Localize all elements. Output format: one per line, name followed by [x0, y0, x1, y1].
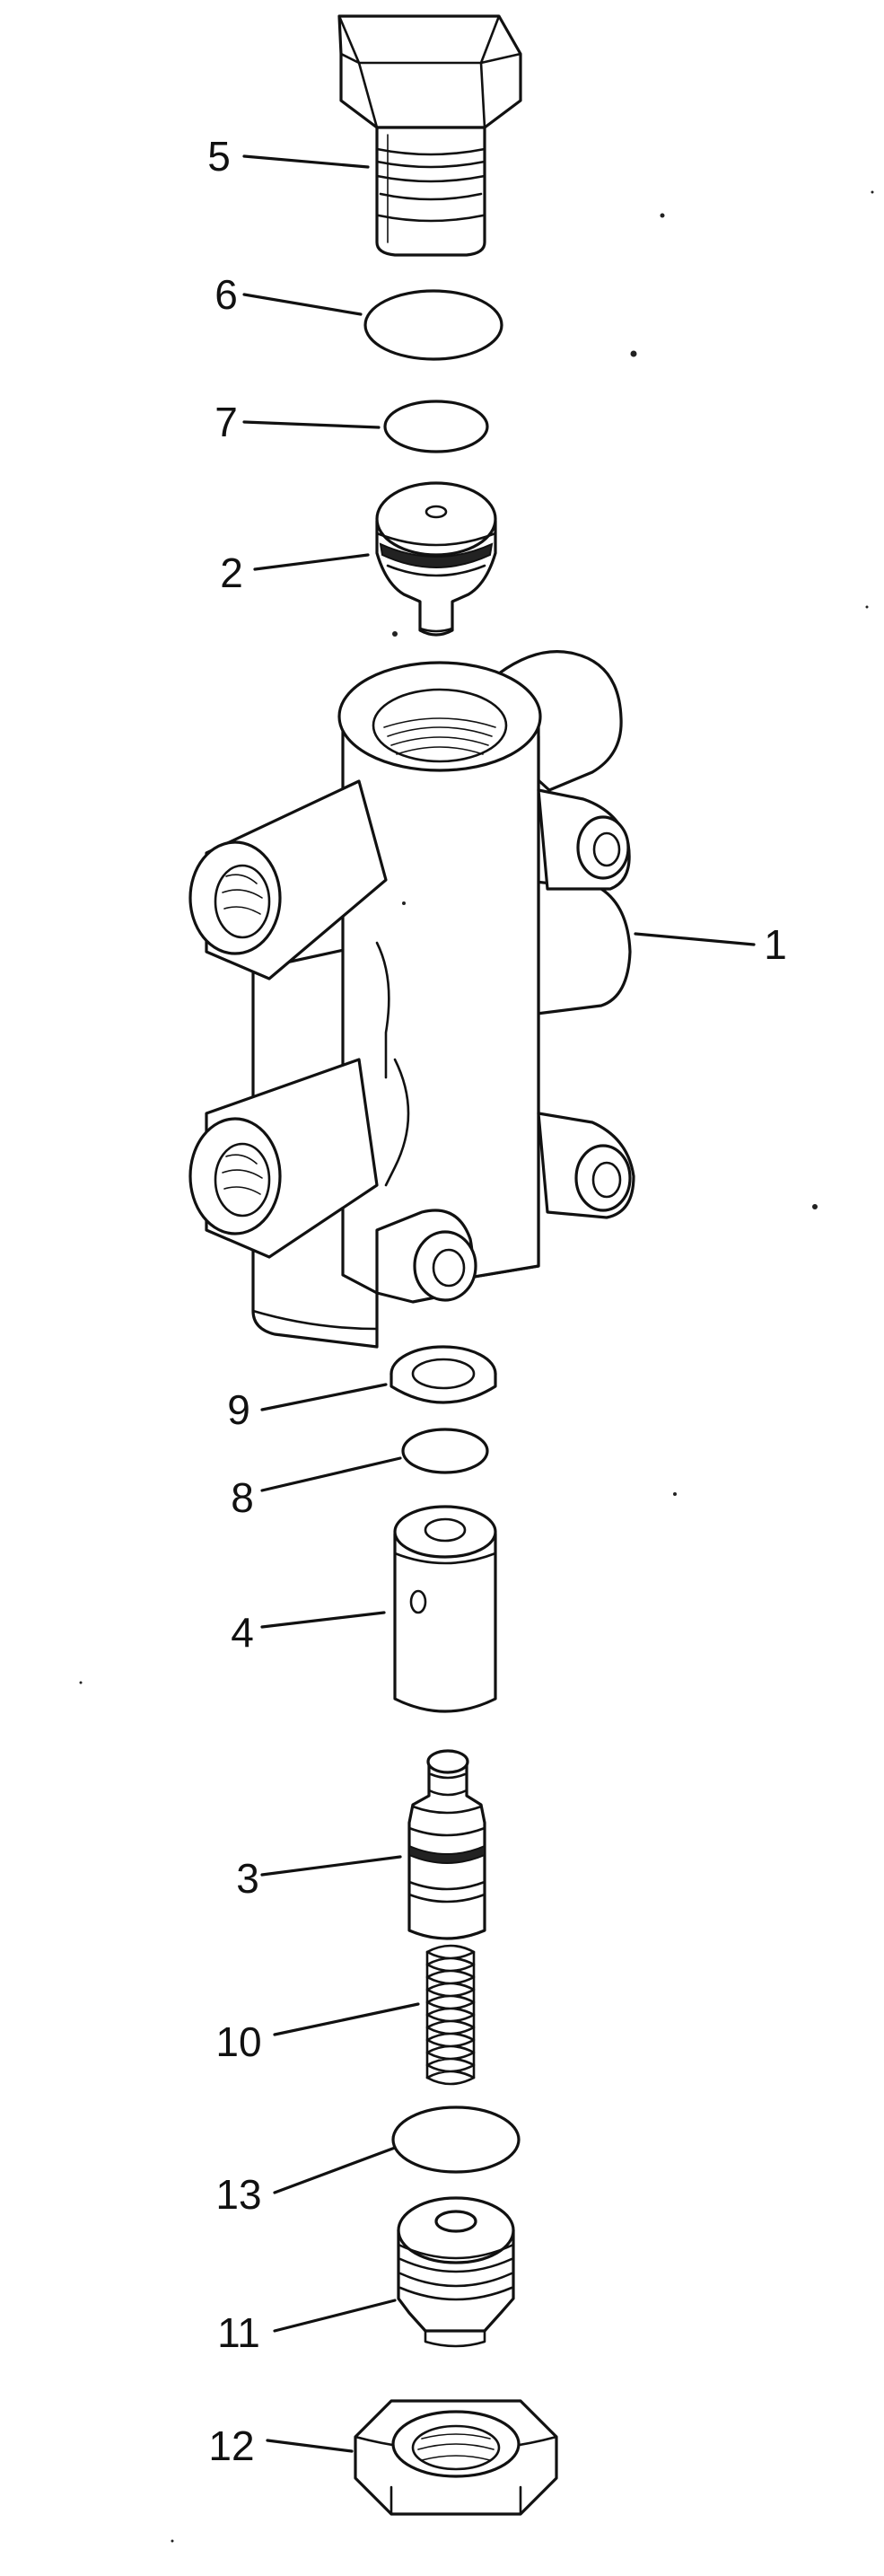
part-4-sleeve	[393, 1505, 497, 1713]
part-6-o-ring	[363, 289, 503, 361]
callout-1: 1	[764, 921, 787, 968]
callout-13: 13	[215, 2171, 261, 2218]
part-12-hex-nut	[354, 2399, 558, 2516]
callout-10: 10	[215, 2018, 261, 2065]
part-8-o-ring	[401, 1428, 489, 1474]
callout-12: 12	[208, 2422, 254, 2469]
part-13-o-ring	[391, 2106, 521, 2174]
callout-4: 4	[231, 1609, 254, 1656]
leader-lines	[242, 154, 756, 2453]
callout-11: 11	[217, 2309, 260, 2356]
part-7-o-ring	[383, 400, 489, 453]
callout-8: 8	[231, 1474, 254, 1521]
part-5-hex-plug	[337, 14, 522, 257]
callout-labels: 5 6 7 2 1 9 8 4 3 10 13 11 12	[207, 133, 787, 2469]
part-1-valve-body	[188, 650, 635, 1349]
part-10-spring	[425, 1944, 476, 2086]
part-9-backup-ring	[389, 1345, 497, 1404]
callout-5: 5	[207, 133, 231, 180]
part-3-spool	[407, 1749, 486, 1940]
callout-7: 7	[214, 399, 238, 445]
part-2-poppet	[375, 481, 497, 637]
scan-specks	[79, 190, 874, 2543]
callout-9: 9	[227, 1386, 250, 1433]
callout-3: 3	[236, 1855, 259, 1902]
callout-6: 6	[214, 271, 238, 318]
callout-2: 2	[220, 549, 243, 596]
part-11-plug	[397, 2196, 515, 2348]
